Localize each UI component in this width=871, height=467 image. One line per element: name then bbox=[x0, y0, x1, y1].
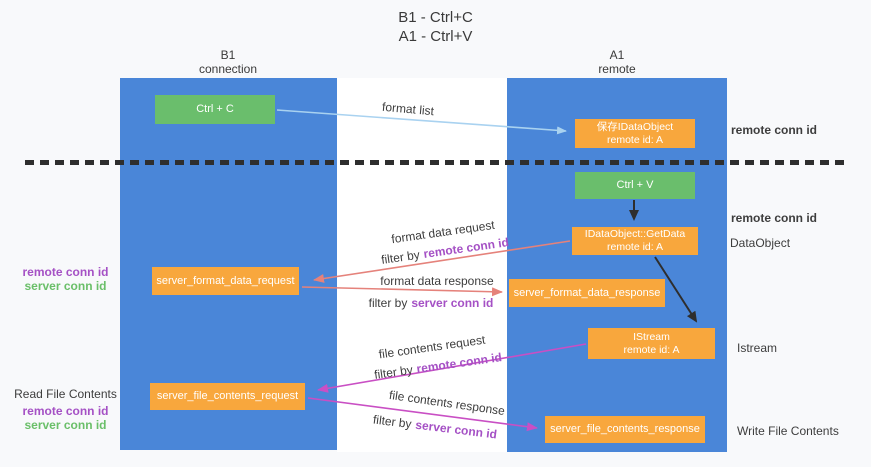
ctrl-v-label: Ctrl + V bbox=[616, 179, 654, 191]
ctrl-v-action-box: Ctrl + V bbox=[575, 172, 695, 199]
phase-divider-dashed-line bbox=[25, 160, 847, 165]
lane-b1-name: B1 bbox=[220, 48, 236, 62]
server-format-data-request-box: server_format_data_request bbox=[152, 267, 299, 295]
title-line-a1: A1 - Ctrl+V bbox=[398, 28, 473, 45]
server-file-contents-response-box: server_file_contents_response bbox=[545, 416, 705, 443]
lane-a1-role: remote bbox=[598, 62, 636, 76]
idataobject-getdata-box: IDataObject::GetData remote id: A bbox=[572, 227, 698, 255]
filter-highlight-server-conn-id: server conn id bbox=[411, 296, 494, 310]
lane-a1-name: A1 bbox=[609, 48, 625, 62]
lane-header-a1-remote: A1 remote bbox=[549, 48, 685, 76]
read-file-contents-block: Read File Contents remote conn id server… bbox=[8, 387, 123, 432]
istream-box: IStream remote id: A bbox=[588, 328, 715, 359]
save-idataobject-line2: remote id: A bbox=[606, 133, 664, 146]
left-conn-id-block: remote conn id server conn id bbox=[8, 265, 123, 293]
save-idataobject-box: 保存IDataObject remote id: A bbox=[575, 119, 695, 148]
server-conn-id-label-left-1: server conn id bbox=[24, 279, 107, 293]
server-format-data-response-box: server_format_data_response bbox=[509, 279, 665, 307]
dataobject-label: DataObject bbox=[730, 236, 791, 250]
istream-side-label: Istream bbox=[737, 341, 778, 355]
server-file-contents-request-box: server_file_contents_request bbox=[150, 383, 305, 410]
remote-conn-id-label-left-1: remote conn id bbox=[22, 265, 109, 279]
ctrl-c-action-box: Ctrl + C bbox=[155, 95, 275, 124]
save-idataobject-line1: 保存IDataObject bbox=[596, 120, 674, 133]
server-file-contents-response-label: server_file_contents_response bbox=[550, 423, 700, 435]
istream-line1: IStream bbox=[633, 330, 670, 343]
lane-b1-role: connection bbox=[198, 62, 258, 76]
read-file-contents-label: Read File Contents bbox=[14, 387, 117, 401]
lane-header-b1-connection: B1 connection bbox=[160, 48, 296, 76]
title-line-b1: B1 - Ctrl+C bbox=[398, 9, 473, 26]
getdata-line1: IDataObject::GetData bbox=[584, 228, 686, 240]
ctrl-c-label: Ctrl + C bbox=[196, 103, 234, 115]
remote-conn-id-label-top: remote conn id bbox=[731, 123, 818, 137]
server-file-contents-request-label: server_file_contents_request bbox=[156, 390, 299, 402]
filter-prefix: filter by bbox=[368, 296, 408, 310]
remote-conn-id-label-left-2: remote conn id bbox=[22, 404, 109, 418]
diagram-title: B1 - Ctrl+C A1 - Ctrl+V bbox=[0, 8, 871, 46]
write-file-contents-label: Write File Contents bbox=[737, 424, 839, 438]
remote-conn-id-label-mid: remote conn id bbox=[731, 211, 818, 225]
server-conn-id-label-left-2: server conn id bbox=[24, 418, 107, 432]
getdata-line2: remote id: A bbox=[606, 241, 664, 253]
server-format-data-response-label: server_format_data_response bbox=[513, 286, 661, 299]
istream-line2: remote id: A bbox=[623, 343, 680, 356]
format-data-response-label: format data response bbox=[380, 274, 494, 288]
server-format-data-request-label: server_format_data_request bbox=[156, 274, 295, 287]
